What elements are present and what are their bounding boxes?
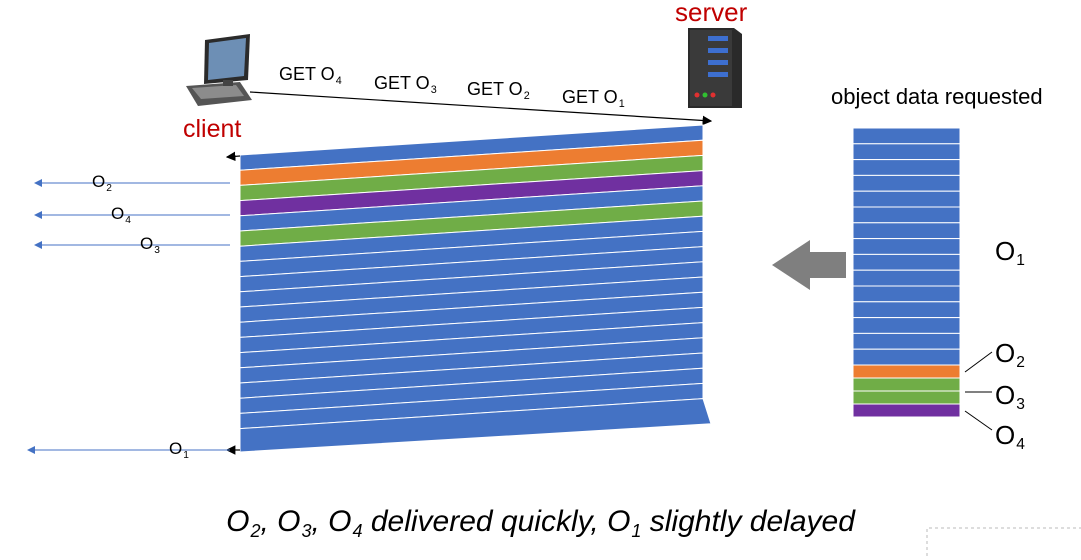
o1-data-block	[852, 348, 961, 366]
caption-text: O	[226, 505, 250, 538]
o1-data-block	[852, 317, 961, 334]
request-label-o1: GET O1	[562, 87, 625, 110]
o1-data-block	[852, 332, 961, 350]
o1-data-block	[852, 143, 961, 161]
caption-subscript: 2	[250, 521, 261, 542]
legend-label-o1: O1	[995, 236, 1025, 270]
request-label-o3: GET O3	[374, 73, 437, 96]
o1-data-block	[852, 127, 961, 145]
server-label: server	[675, 0, 748, 27]
arrival-label-o3: O3	[140, 234, 160, 256]
stream-segment	[239, 398, 712, 453]
request-label-o2: GET O2	[467, 79, 530, 102]
object-data-requested-label: object data requested	[831, 84, 1043, 109]
o1-data-block	[852, 174, 961, 192]
o1-data-block	[852, 190, 961, 208]
server-icon	[688, 28, 742, 108]
response-arrow-top	[225, 151, 241, 162]
legend-label-o4: O4	[995, 420, 1025, 454]
computer-icon	[186, 34, 252, 106]
caption-text: slightly delayed	[641, 505, 855, 538]
o1-data-block	[852, 159, 961, 176]
o1-data-block	[852, 206, 961, 224]
leader-o4	[964, 410, 993, 431]
caption-subscript: 4	[352, 521, 363, 542]
response-stream	[239, 124, 712, 453]
gray-arrow-icon	[772, 240, 846, 290]
caption-subscript: 1	[631, 521, 642, 542]
o1-data-block	[852, 285, 961, 303]
caption-subscript: 3	[301, 521, 312, 542]
o2-data-block	[852, 364, 961, 379]
leader-o2	[964, 351, 993, 373]
o4-data-block	[852, 403, 961, 418]
caption-text: delivered quickly, O	[362, 505, 631, 538]
caption-text: , O	[311, 505, 352, 538]
arrival-label-o1: O1	[169, 439, 189, 461]
client-label: client	[183, 115, 242, 143]
o1-data-block	[852, 253, 961, 271]
o1-data-block	[852, 301, 961, 319]
o1-data-block	[852, 222, 961, 240]
request-label-o4: GET O4	[279, 64, 342, 87]
o1-data-block	[852, 269, 961, 287]
o1-data-block	[852, 238, 961, 255]
object-data-column	[852, 127, 961, 418]
legend-label-o3: O3	[995, 380, 1025, 414]
caption-text: , O	[260, 505, 301, 538]
request-arrow	[249, 91, 713, 126]
arrival-label-o2: O2	[92, 172, 112, 194]
legend-label-o2: O2	[995, 338, 1025, 372]
o3-data-block	[852, 377, 961, 392]
arrival-label-o4: O4	[111, 204, 131, 226]
o3-data-block	[852, 390, 961, 405]
caption: O2, O3, O4 delivered quickly, O1 slightl…	[0, 505, 1081, 542]
